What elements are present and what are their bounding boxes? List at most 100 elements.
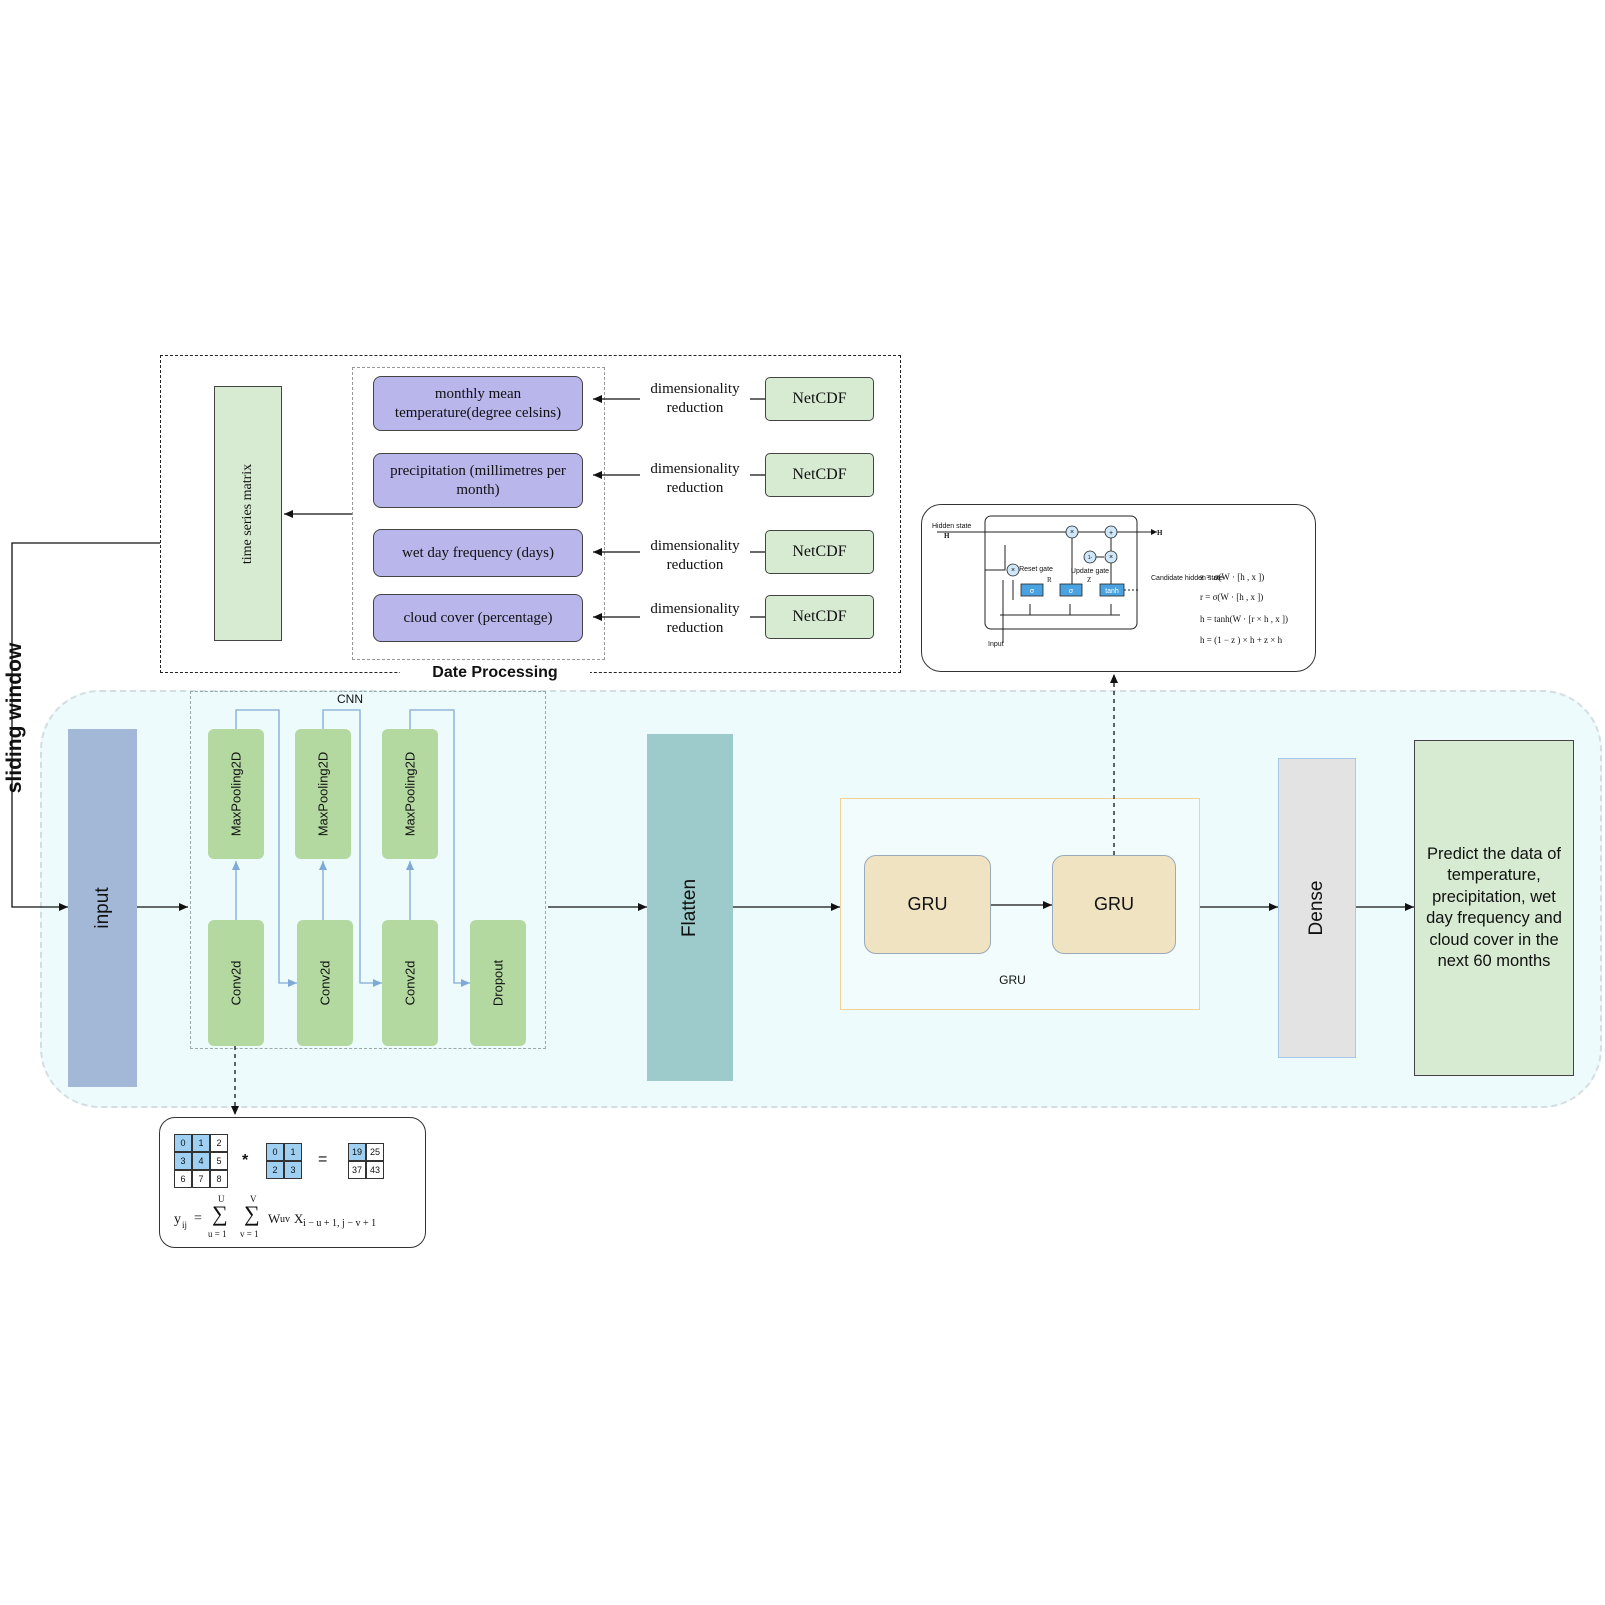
eq-r: r = σ(W · [h , x ]) <box>1200 592 1263 602</box>
conv-input-cell: 3 <box>174 1152 192 1170</box>
netcdf-source-3: NetCDF <box>765 530 874 574</box>
maxpooling-1: MaxPooling2D <box>208 729 264 859</box>
conv-kernel-cell: 2 <box>266 1161 284 1179</box>
conv-kernel-cell: 0 <box>266 1143 284 1161</box>
multiply-node-3 <box>1104 550 1118 564</box>
reset-gate-text: Reset gate <box>1019 566 1053 573</box>
tanh-box <box>1099 583 1125 597</box>
sigma-1-text: σ <box>1030 588 1035 595</box>
sum-u-icon: ∑ <box>212 1201 228 1226</box>
sum-u-top: U <box>218 1194 225 1204</box>
output-label: Predict the data of temperature, precipi… <box>1426 844 1562 971</box>
conv-output-cell: 37 <box>348 1161 366 1179</box>
formula-x-sub: i − u + 1, j − v + 1 <box>303 1218 377 1229</box>
conv-op-eq: = <box>318 1151 328 1168</box>
formula-lhs: y <box>174 1212 181 1227</box>
variable-precipitation: precipitation (millimetres per month) <box>373 453 583 508</box>
sum-v-icon: ∑ <box>244 1201 260 1226</box>
hidden-state-text: Hidden state <box>932 523 971 530</box>
formula-lhs-sub: ij <box>182 1220 188 1230</box>
one-minus-text: 1- <box>1088 555 1093 561</box>
z-text: Z <box>1087 576 1091 584</box>
dimensionality-reduction-label-1: dimensionality reduction <box>640 380 750 418</box>
conv-detail-panel: 0 1 2 3 4 5 6 7 8 * 0 1 2 3 = 19 25 37 4… <box>159 1117 426 1248</box>
conv-output-cell: 25 <box>366 1143 384 1161</box>
plus-text: + <box>1109 530 1113 537</box>
formula-w-sub: uv <box>280 1214 290 1225</box>
conv-kernel-cell: 3 <box>284 1161 302 1179</box>
candidate-text: Candidate hidden state <box>1151 575 1223 582</box>
sigma-2-text: σ <box>1069 588 1074 595</box>
maxpooling-3: MaxPooling2D <box>382 729 438 859</box>
conv-input-cell: 0 <box>174 1134 192 1152</box>
conv2d-1: Conv2d <box>208 920 264 1046</box>
conv-input-cell: 6 <box>174 1170 192 1188</box>
tanh-text: tanh <box>1105 588 1119 595</box>
h-prev-text: H <box>944 532 950 540</box>
eq-z: z = σ(W · [h , x ]) <box>1200 572 1264 582</box>
dimensionality-reduction-label-4: dimensionality reduction <box>640 600 750 638</box>
netcdf-source-4: NetCDF <box>765 595 874 639</box>
formula-x: X <box>294 1211 304 1226</box>
input-text: Input <box>988 641 1004 648</box>
cnn-group <box>190 691 546 1049</box>
dimensionality-reduction-label-2: dimensionality reduction <box>640 460 750 498</box>
conv-input-cell: 8 <box>210 1170 228 1188</box>
formula-eq: = <box>194 1211 202 1226</box>
multiply-node-2 <box>1065 525 1079 539</box>
input-block: input <box>68 729 137 1087</box>
sum-v-bot: v = 1 <box>240 1229 259 1239</box>
variables-group <box>352 367 605 660</box>
r-text: R <box>1047 576 1052 584</box>
netcdf-source-2: NetCDF <box>765 453 874 497</box>
variable-cloud-cover: cloud cover (percentage) <box>373 594 583 642</box>
reset-gate-box <box>1020 583 1044 597</box>
data-processing-title: Date Processing <box>400 664 590 682</box>
times-2-text: × <box>1070 529 1074 536</box>
update-gate-box <box>1059 583 1083 597</box>
conv-output-cell: 43 <box>366 1161 384 1179</box>
flatten-block: Flatten <box>647 734 733 1081</box>
h-out-text: H <box>1157 529 1163 537</box>
sum-u-bot: u = 1 <box>208 1229 227 1239</box>
conv-input-cell: 1 <box>192 1134 210 1152</box>
formula-w: W <box>268 1211 281 1226</box>
conv-formula: y ij = U ∑ u = 1 V ∑ v = 1 W uv X i − u … <box>172 1194 422 1244</box>
variable-temperature: monthly mean temperature(degree celsins) <box>373 376 583 431</box>
conv-op-star: * <box>242 1152 249 1169</box>
multiply-node-1 <box>1006 563 1020 577</box>
conv-input-cell: 5 <box>210 1152 228 1170</box>
time-series-matrix: time series matrix <box>214 386 282 641</box>
dimensionality-reduction-label-3: dimensionality reduction <box>640 537 750 575</box>
cnn-internal-arrows <box>232 709 470 987</box>
update-gate-text: Update gate <box>1071 568 1109 575</box>
eq-h: h = (1 − z ) × h + z × h <box>1200 635 1283 645</box>
netcdf-source-1: NetCDF <box>765 377 874 421</box>
reduction-arrows <box>11 395 1414 1115</box>
sum-v-top: V <box>250 1194 257 1204</box>
gru-equations: z = σ(W · [h , x ]) r = σ(W · [h , x ]) … <box>1200 572 1288 645</box>
dropout: Dropout <box>470 920 526 1046</box>
gru-cell-1: GRU <box>864 855 991 954</box>
conv2d-3: Conv2d <box>382 920 438 1046</box>
times-1-text: × <box>1011 567 1015 574</box>
conv2d-2: Conv2d <box>297 920 353 1046</box>
maxpooling-2: MaxPooling2D <box>295 729 351 859</box>
add-node <box>1104 525 1118 539</box>
times-3-text: × <box>1109 554 1113 561</box>
variable-wet-day-frequency: wet day frequency (days) <box>373 529 583 577</box>
gru-schematic-labels: Hidden state H Reset gate Update gate Ca… <box>932 523 1223 648</box>
output-block: Predict the data of temperature, precipi… <box>1414 740 1574 1076</box>
conv-kernel-cell: 1 <box>284 1143 302 1161</box>
one-minus-node <box>1083 550 1097 564</box>
conv-input-cell: 7 <box>192 1170 210 1188</box>
gru-group-title: GRU <box>999 973 1026 987</box>
conv-input-cell: 2 <box>210 1134 228 1152</box>
conv-input-cell: 4 <box>192 1152 210 1170</box>
conv-output-cell: 19 <box>348 1143 366 1161</box>
gru-cell-2: GRU <box>1052 855 1176 954</box>
cnn-title: CNN <box>337 692 363 706</box>
eq-hc: h = tanh(W · [r × h , x ]) <box>1200 614 1288 624</box>
